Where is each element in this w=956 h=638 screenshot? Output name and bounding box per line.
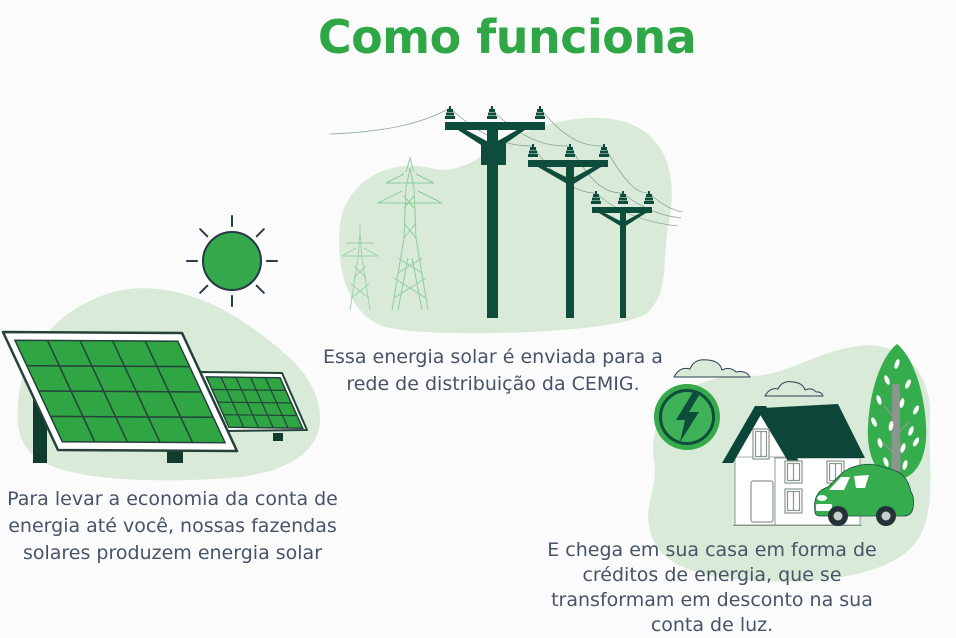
solar-farm-svg: [1, 215, 321, 481]
distribution-grid-illustration: [318, 88, 683, 338]
headlight: [817, 495, 827, 501]
caption-solar-farm: Para levar a economia da conta de energi…: [0, 486, 345, 567]
solar-farm-illustration: [0, 215, 335, 485]
sun-icon: [186, 215, 278, 307]
roof: [722, 404, 865, 463]
distribution-grid-svg: [329, 106, 683, 334]
caption-distribution-grid: Essa energia solar é enviada para a rede…: [323, 344, 663, 398]
cloud-icon: [673, 359, 824, 397]
utility-pole-large: [445, 106, 545, 318]
caption-line: rede de distribuição da CEMIG.: [346, 373, 640, 395]
caption-line: conta de luz.: [650, 614, 774, 636]
lattice-tower-small-icon: [341, 225, 379, 311]
caption-line: Essa energia solar é enviada para a: [323, 346, 663, 368]
solar-panel-large: [1, 330, 239, 453]
transformer-box: [481, 141, 506, 165]
caption-line: solares produzem energia solar: [22, 542, 323, 564]
electric-car: [814, 463, 914, 526]
license-plate: [816, 504, 832, 511]
caption-line: E chega em sua casa em forma de: [547, 539, 877, 561]
home-credits-illustration: [616, 330, 956, 590]
door: [750, 480, 774, 523]
energy-coin-icon: [654, 384, 720, 450]
caption-line: transformam em desconto na sua: [551, 589, 873, 611]
page-title: Como funciona: [317, 10, 697, 64]
tree-leaves: [871, 359, 920, 470]
caption-line: Para levar a economia da conta de: [7, 488, 338, 510]
gable-window: [752, 428, 770, 460]
home-credits-svg: [648, 344, 931, 582]
caption-line: créditos de energia, que se: [582, 564, 842, 586]
caption-line: energia até você, nossas fazendas: [8, 515, 337, 537]
wheels: [828, 506, 896, 526]
side-window: [854, 475, 869, 488]
utility-pole-small: [591, 191, 654, 318]
utility-pole-medium: [528, 144, 609, 318]
lattice-tower-large-icon: [377, 156, 443, 311]
windshield: [829, 477, 850, 490]
caption-home-credits: E chega em sua casa em forma de créditos…: [532, 538, 892, 638]
lightning-bolt-icon: [676, 392, 701, 442]
